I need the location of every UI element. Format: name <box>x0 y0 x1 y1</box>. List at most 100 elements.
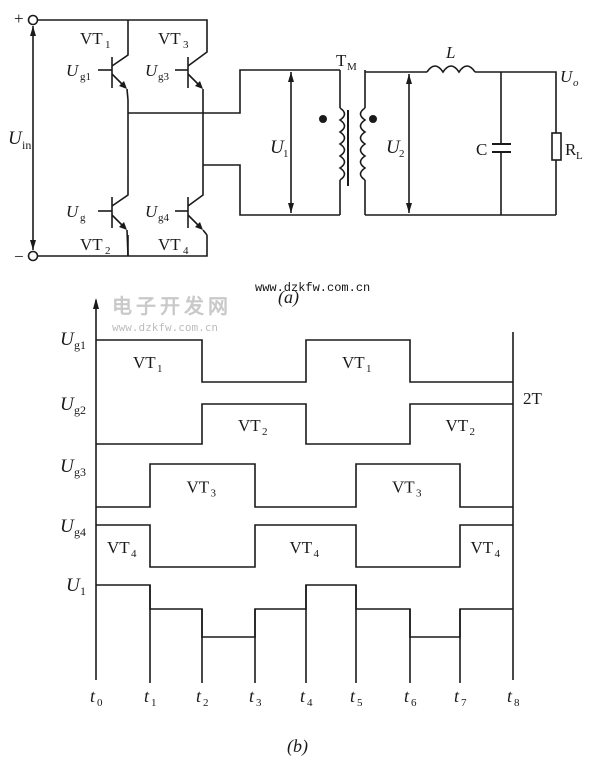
signal-name: U <box>60 516 75 537</box>
pulse-label: VT <box>471 538 494 557</box>
time-label: t <box>196 686 202 706</box>
time-label: t <box>300 686 306 706</box>
bottom-rail <box>38 235 208 257</box>
vt4-label: VT <box>158 235 181 254</box>
ug4-label: U <box>145 202 159 221</box>
vt3-label: VT <box>158 29 181 48</box>
capacitor-c: C <box>476 72 511 215</box>
signal-name-sub: g2 <box>74 403 86 417</box>
time-label: t <box>404 686 410 706</box>
watermark-url: www.dzkfw.com.cn <box>112 321 218 334</box>
time-label: t <box>454 686 460 706</box>
transistor-vt3: VT 3 U g3 <box>145 29 208 100</box>
mid-wire-a <box>128 69 340 114</box>
minus-terminal <box>27 250 39 262</box>
time-label-sub: 8 <box>514 697 520 709</box>
ug2-label-sub: g <box>80 212 86 224</box>
pulse-label: VT <box>107 538 130 557</box>
uin-arrow-head-up <box>30 26 36 36</box>
rl-label: R <box>565 140 577 159</box>
ug1-label: U <box>66 61 80 80</box>
caption-a: (a) <box>278 287 299 308</box>
u2-label: U <box>386 137 401 158</box>
ug4-label-sub: g4 <box>158 212 170 224</box>
rl-label-sub: L <box>576 150 583 162</box>
time-label: t <box>350 686 356 706</box>
inductor-label: L <box>445 43 455 62</box>
waveform-g2 <box>96 403 513 445</box>
uo-label: U <box>560 67 574 86</box>
time-label-sub: 2 <box>203 697 209 709</box>
u1-label-sub: 1 <box>283 148 289 160</box>
load-resistor: R L <box>551 128 583 215</box>
time-label: t <box>90 686 96 706</box>
time-label: t <box>507 686 513 706</box>
pulse-label-sub: 2 <box>470 426 476 438</box>
transistor-vt2: VT 2 U g <box>66 180 129 257</box>
uin-label-sub: in <box>22 138 31 152</box>
vt1-label: VT <box>80 29 103 48</box>
time-label: t <box>144 686 150 706</box>
u1-arrow-head-down <box>288 203 294 213</box>
pulse-label-sub: 4 <box>495 548 501 560</box>
minus-sign: − <box>14 247 24 266</box>
signal-name: U <box>60 329 75 350</box>
signal-name: U <box>60 394 75 415</box>
ug2-label: U <box>66 202 80 221</box>
uo-label-sub: o <box>573 77 579 89</box>
signal-name-sub: 1 <box>80 584 86 598</box>
signal-name: U <box>60 456 75 477</box>
ug1-label-sub: g1 <box>80 71 91 83</box>
caption-b: (b) <box>287 736 308 757</box>
watermark-url-top: www.dzkfw.com.cn <box>255 281 370 295</box>
uin-arrow-head-down <box>30 240 36 250</box>
signal-name-sub: g1 <box>74 338 86 352</box>
transistor-vt4: VT 4 U g4 <box>145 165 208 257</box>
pulse-label-sub: 3 <box>211 488 217 500</box>
uin-label: U <box>8 128 23 149</box>
time-label-sub: 3 <box>256 697 262 709</box>
pulse-label-sub: 4 <box>314 548 320 560</box>
signal-name-sub: g4 <box>74 525 86 539</box>
time-label-sub: 5 <box>357 697 363 709</box>
u1-label: U <box>270 137 285 158</box>
pulse-label: VT <box>392 478 415 497</box>
u2-label-sub: 2 <box>399 148 405 160</box>
pulse-label-sub: 1 <box>366 363 372 375</box>
ug3-label: U <box>145 61 159 80</box>
waveform-g1 <box>96 339 513 383</box>
time-label-sub: 7 <box>461 697 467 709</box>
vt3-label-sub: 3 <box>183 39 189 51</box>
signal-name: U <box>66 575 81 596</box>
time-label: t <box>249 686 255 706</box>
pulse-label: VT <box>238 416 261 435</box>
transformer: T M <box>319 51 377 215</box>
pulse-label-sub: 2 <box>262 426 268 438</box>
vt2-label-sub: 2 <box>105 245 111 257</box>
time-label-sub: 1 <box>151 697 157 709</box>
secondary-dot <box>369 115 377 123</box>
plus-terminal <box>27 14 39 26</box>
u2-arrow-head-up <box>406 74 412 84</box>
waveform-g3 <box>96 463 513 508</box>
signal-name-sub: g3 <box>74 465 86 479</box>
pulse-label: VT <box>133 353 156 372</box>
u1-arrow-head-up <box>288 72 294 82</box>
axis-arrow-icon <box>93 298 99 309</box>
pulse-label-sub: 4 <box>131 548 137 560</box>
vt2-label: VT <box>80 235 103 254</box>
capacitor-label: C <box>476 140 487 159</box>
